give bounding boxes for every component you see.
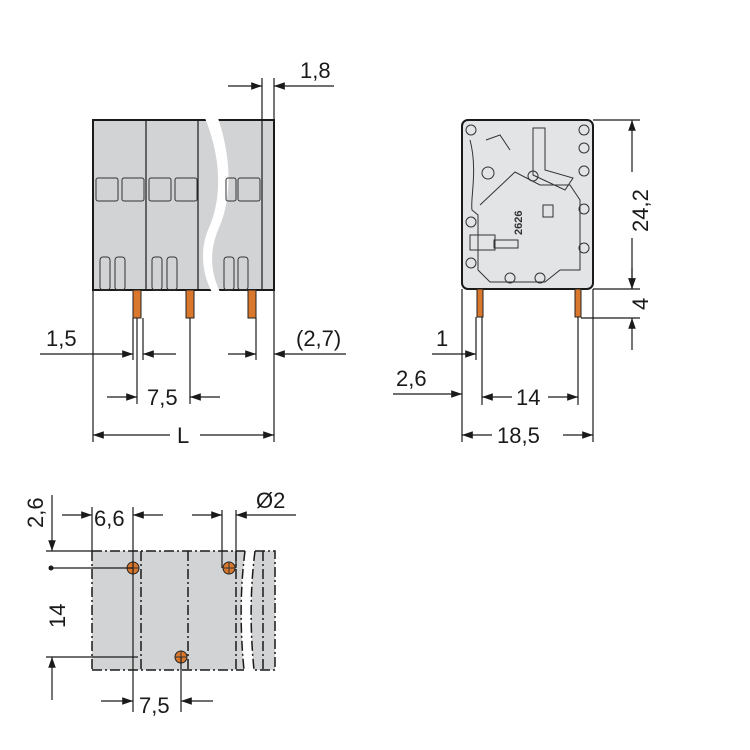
dim-1: 1 [436, 326, 448, 351]
dim-18-5: 18,5 [497, 423, 540, 448]
dim-24-2: 24,2 [628, 189, 653, 232]
side-pin-rear [574, 288, 582, 318]
dim-2-7: (2,7) [296, 326, 341, 351]
solder-pins [132, 289, 257, 319]
break-line [203, 118, 229, 292]
dim-7-5: 7,5 [147, 385, 178, 410]
dim-fp-2-6: 2,6 [23, 497, 48, 528]
dim-L: L [177, 423, 189, 448]
part-marking: 2626 [513, 211, 525, 235]
front-view: 1,8 1,5 (2,7) 7,5 L [40, 58, 346, 448]
dim-diameter-2: Ø2 [256, 488, 285, 513]
terminal-side-body [461, 119, 594, 290]
dim-1-5: 1,5 [46, 326, 77, 351]
dim-fp-7-5: 7,5 [139, 693, 170, 718]
dim-6-6: 6,6 [94, 506, 125, 531]
side-pin-front [476, 288, 484, 318]
dim-1-8: 1,8 [300, 58, 331, 83]
outline-dashed [91, 550, 276, 671]
dim-fp-14: 14 [45, 604, 70, 628]
dim-4: 4 [628, 298, 653, 310]
dim-2-6: 2,6 [396, 366, 427, 391]
release-slots [95, 177, 261, 291]
dim-14: 14 [516, 385, 540, 410]
side-view: 2626 24,2 4 1 2,6 14 18,5 [393, 119, 653, 448]
side-details [465, 124, 590, 284]
footprint-view: 2,6 14 6,6 Ø2 7,5 [23, 488, 296, 718]
terminal-block-body [92, 119, 275, 291]
